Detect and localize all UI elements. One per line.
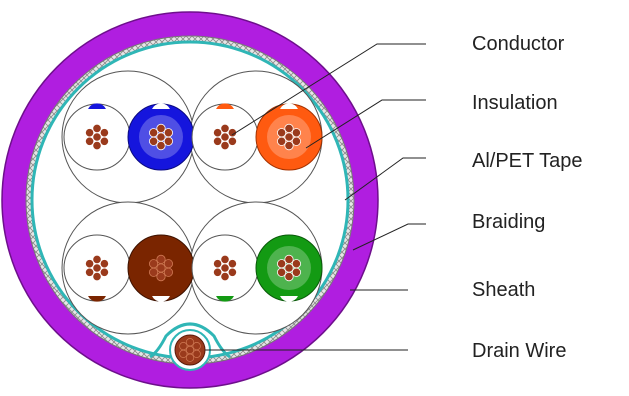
label-sheath: Sheath [472, 279, 536, 301]
pair-3-white-core [63, 234, 131, 302]
leader-line-braiding [352, 223, 426, 251]
pair-4-green-core [255, 234, 323, 302]
label-drain-wire: Drain Wire [472, 340, 567, 362]
leader-line-conductor [231, 43, 426, 136]
pair-1-blue-core [127, 103, 195, 171]
leader-lines [205, 43, 426, 351]
label-insulation: Insulation [472, 92, 558, 114]
label-conductor: Conductor [472, 33, 565, 55]
pair-1-white-core [63, 103, 131, 171]
pair-3-brown-core [127, 234, 195, 302]
leader-line-tape [344, 157, 426, 201]
drain-wire [174, 334, 206, 366]
label-al-pet-tape: Al/PET Tape [472, 150, 583, 172]
pair-4-white-core [191, 234, 259, 302]
drain-wire-channel [149, 322, 231, 359]
pair-2-orange-core [255, 103, 323, 171]
leader-line-insulation [305, 99, 426, 149]
label-braiding: Braiding [472, 211, 546, 233]
pair-2-white-core [191, 103, 259, 171]
